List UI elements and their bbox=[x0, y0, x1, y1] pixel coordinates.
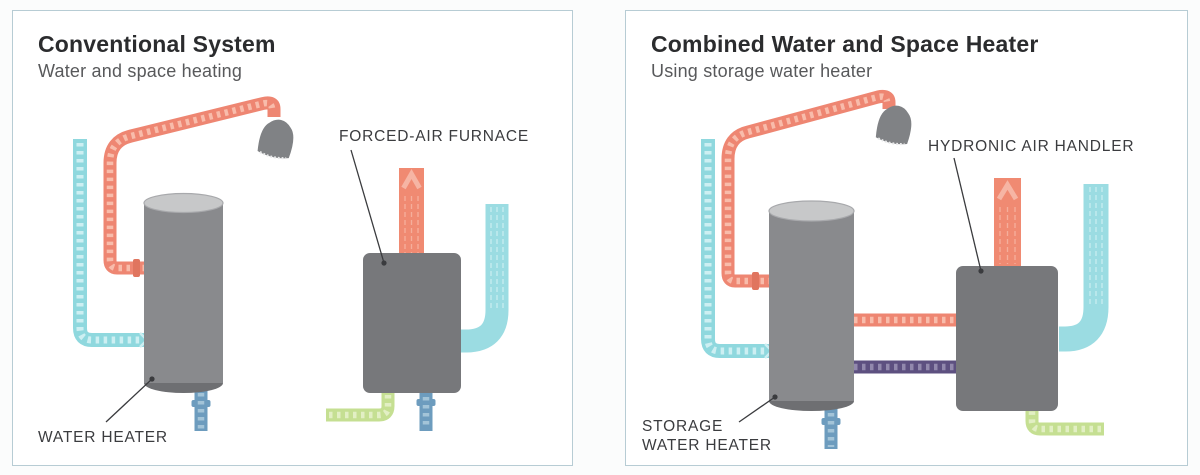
air-handler-pointer bbox=[953, 157, 984, 274]
panel-title: Combined Water and Space Heater bbox=[651, 31, 1039, 57]
warm-air-duct bbox=[399, 168, 424, 258]
furnace-gas-pipe-green bbox=[326, 385, 395, 422]
storage-water-heater-pointer bbox=[738, 394, 778, 423]
panel-conventional-system: Conventional System Water and space heat… bbox=[12, 10, 573, 466]
panel-subtitle: Water and space heating bbox=[38, 61, 243, 81]
label-storage-water-heater: STORAGE WATER HEATER bbox=[642, 417, 772, 455]
cold-water-pipe bbox=[701, 139, 776, 359]
pipe-fitting bbox=[416, 399, 436, 406]
shower-head-icon bbox=[875, 105, 912, 146]
label-storage-line2: WATER HEATER bbox=[642, 437, 772, 454]
storage-water-heater-tank bbox=[768, 200, 855, 411]
hydronic-air-handler-box bbox=[956, 266, 1058, 411]
water-heater-tank bbox=[143, 192, 224, 393]
air-handler-gas-pipe-green bbox=[1025, 403, 1104, 436]
panel-combined-system: Combined Water and Space Heater Using st… bbox=[625, 10, 1188, 466]
furnace-pointer bbox=[350, 149, 387, 266]
water-heater-pointer bbox=[105, 376, 155, 423]
label-hydronic-air-handler: HYDRONIC AIR HANDLER bbox=[928, 138, 1135, 155]
conventional-system-diagram bbox=[73, 96, 509, 431]
return-air-duct bbox=[1052, 184, 1109, 352]
label-storage-line1: STORAGE bbox=[642, 418, 724, 435]
shower-head-icon bbox=[257, 119, 294, 160]
hot-water-pipe bbox=[103, 96, 281, 277]
combined-system-diagram bbox=[701, 89, 1109, 449]
panel-subtitle: Using storage water heater bbox=[651, 61, 873, 81]
pipe-fitting bbox=[752, 272, 759, 290]
pipe-fitting bbox=[133, 259, 140, 277]
label-water-heater: WATER HEATER bbox=[38, 429, 168, 446]
panel-title: Conventional System bbox=[38, 31, 276, 57]
warm-air-duct bbox=[994, 178, 1021, 268]
return-air-duct bbox=[454, 204, 509, 353]
forced-air-furnace-box bbox=[363, 253, 461, 393]
label-forced-air-furnace: FORCED-AIR FURNACE bbox=[339, 128, 530, 145]
hot-water-pipe bbox=[721, 89, 896, 290]
